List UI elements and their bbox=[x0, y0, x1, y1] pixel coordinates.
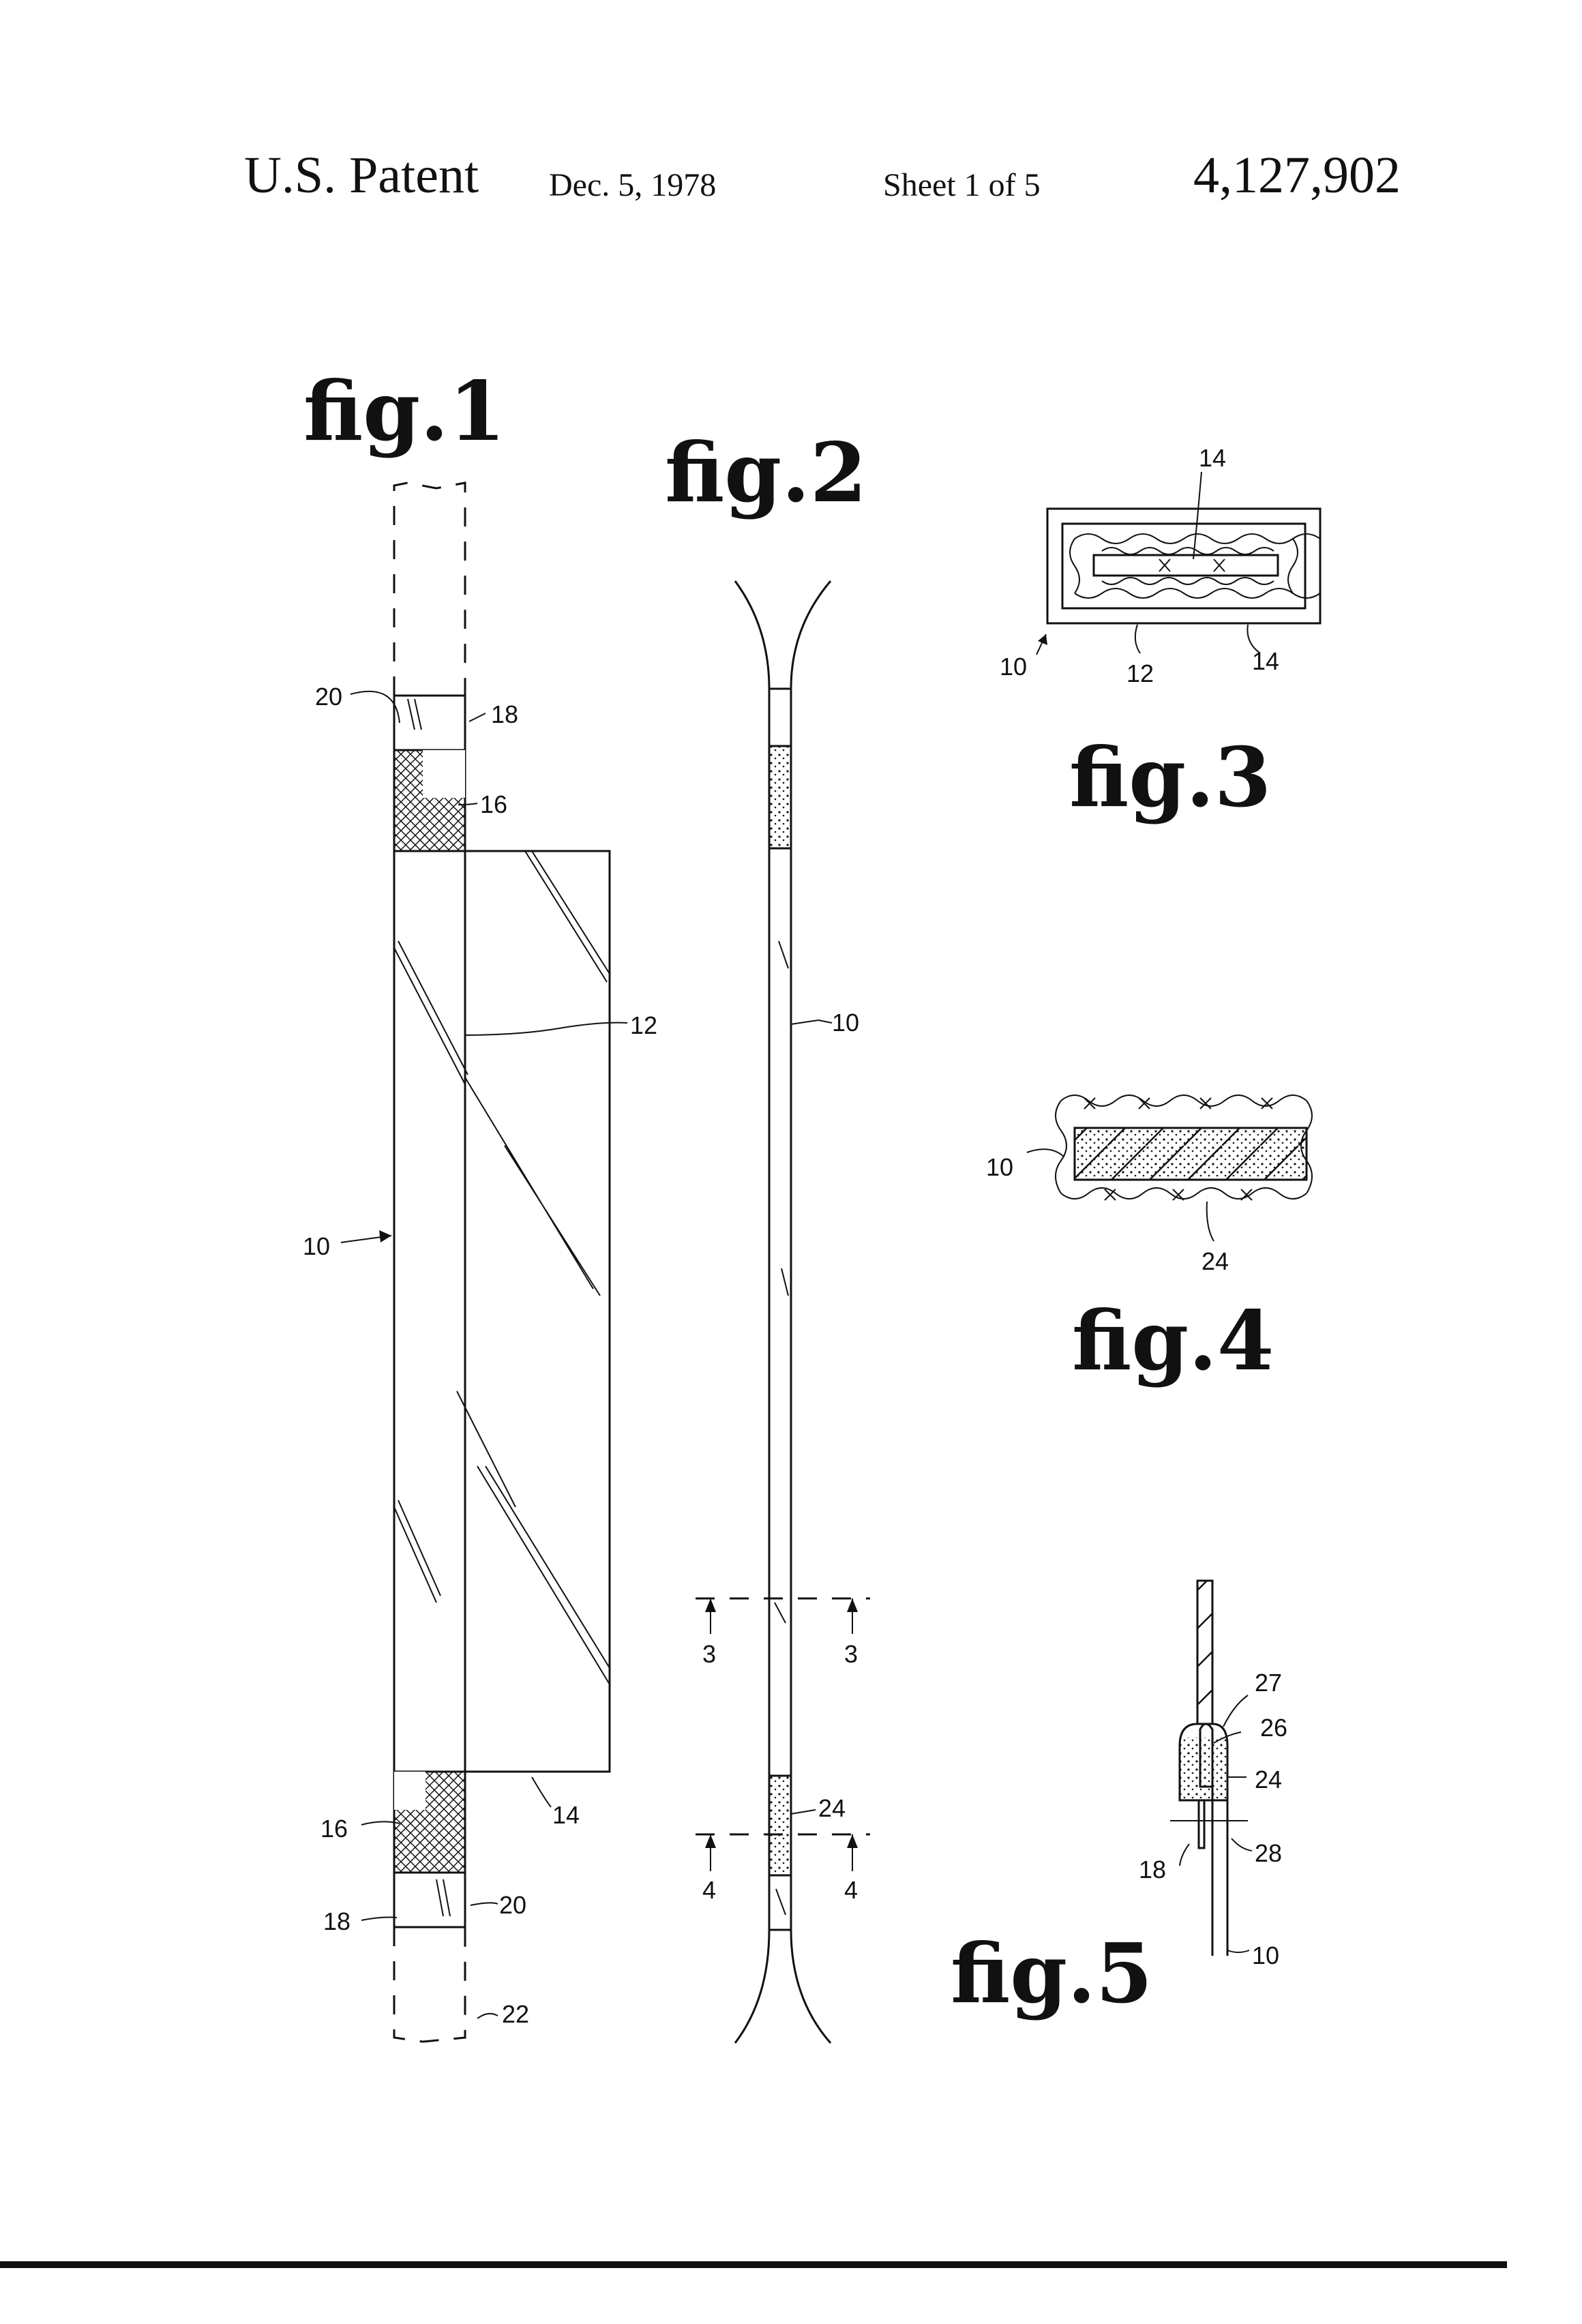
ref-24-fig4: 24 bbox=[1202, 1247, 1229, 1275]
ref-20b: 20 bbox=[499, 1891, 526, 1919]
fig4-label: fig.4 bbox=[1072, 1293, 1274, 1389]
section-3-left: 3 bbox=[702, 1640, 716, 1668]
sheet-indicator: Sheet 1 of 5 bbox=[883, 167, 1041, 203]
ref-16b: 16 bbox=[320, 1815, 348, 1843]
ref-10-fig3: 10 bbox=[1000, 653, 1027, 681]
ref-26: 26 bbox=[1260, 1714, 1287, 1742]
ref-12-fig3: 12 bbox=[1126, 659, 1154, 687]
ref-14-fig3: 14 bbox=[1252, 647, 1279, 675]
ref-14: 14 bbox=[552, 1801, 580, 1829]
ref-14-fig3-top: 14 bbox=[1199, 444, 1226, 472]
ref-10-fig5: 10 bbox=[1252, 1941, 1279, 1969]
figure-3: 14 10 12 14 fig.3 bbox=[1000, 444, 1322, 826]
ref-18: 18 bbox=[491, 700, 518, 728]
patent-date: Dec. 5, 1978 bbox=[549, 167, 717, 203]
fig1-label: fig.1 bbox=[303, 363, 505, 460]
fig5-label: fig.5 bbox=[951, 1926, 1152, 2022]
ref-24-fig5: 24 bbox=[1255, 1766, 1282, 1793]
ref-10-fig2: 10 bbox=[832, 1009, 859, 1037]
page-bottom-rule bbox=[0, 2261, 1507, 2268]
ref-24-fig2: 24 bbox=[818, 1794, 846, 1822]
ref-18b: 18 bbox=[323, 1907, 350, 1935]
section-4-left: 4 bbox=[702, 1876, 716, 1904]
fig2-label: fig.2 bbox=[665, 425, 867, 521]
section-4-right: 4 bbox=[844, 1876, 858, 1904]
ref-20: 20 bbox=[315, 683, 342, 711]
ref-22: 22 bbox=[502, 2000, 529, 2028]
figure-5: 27 26 24 28 18 10 fig.5 bbox=[951, 1579, 1287, 2022]
figure-1: fig.1 bbox=[303, 363, 657, 2043]
ref-28: 28 bbox=[1255, 1839, 1282, 1867]
ref-18-fig5: 18 bbox=[1139, 1856, 1166, 1883]
figure-2: fig.2 3 3 4 4 10 24 bbox=[665, 425, 870, 2044]
patent-title: U.S. Patent bbox=[244, 147, 479, 204]
figure-4: 10 24 fig.4 bbox=[986, 1094, 1313, 1389]
ref-10: 10 bbox=[303, 1232, 330, 1260]
fig3-label: fig.3 bbox=[1069, 730, 1271, 826]
patent-number: 4,127,902 bbox=[1193, 147, 1401, 204]
section-3-right: 3 bbox=[844, 1640, 858, 1668]
ref-16: 16 bbox=[480, 790, 507, 818]
ref-10-fig4: 10 bbox=[986, 1153, 1013, 1181]
ref-12: 12 bbox=[630, 1011, 657, 1039]
ref-27: 27 bbox=[1255, 1669, 1282, 1697]
